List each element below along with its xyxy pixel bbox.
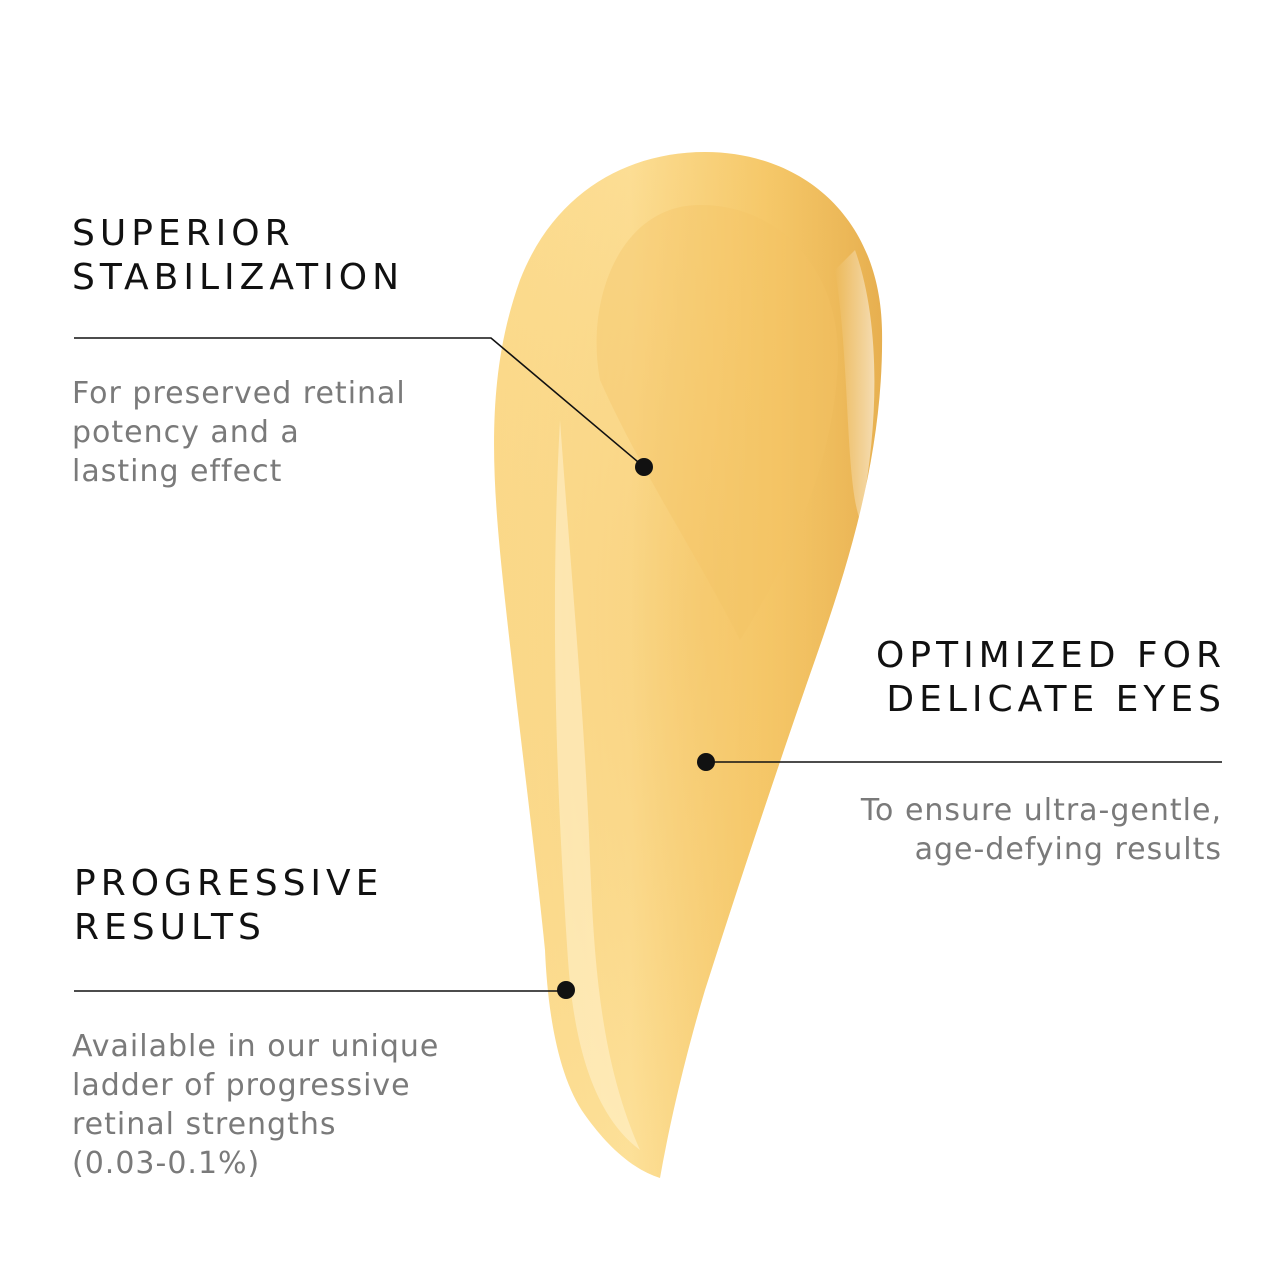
callout-dot-progressive — [557, 981, 575, 999]
callout-dot-eyes — [697, 753, 715, 771]
description-line: potency and a — [72, 415, 300, 450]
description-line: retinal strengths — [72, 1107, 337, 1142]
leader-line-stabilization — [74, 337, 645, 468]
description-line: (0.03-0.1%) — [72, 1146, 261, 1181]
description-line: Available in our unique — [72, 1029, 440, 1064]
description-line: lasting effect — [72, 454, 283, 489]
callout-dot-stabilization — [635, 458, 653, 476]
description-line: ladder of progressive — [72, 1068, 411, 1103]
feature-heading-progressive: PROGRESSIVE RESULTS — [74, 862, 383, 950]
description-line: For preserved retinal — [72, 376, 406, 411]
cream-swatch-rim — [835, 250, 875, 520]
heading-line: SUPERIOR — [72, 213, 295, 254]
description-line: To ensure ultra-gentle, — [860, 793, 1222, 828]
feature-description-stabilization: For preserved retinal potency and a last… — [72, 374, 406, 491]
feature-heading-stabilization: SUPERIOR STABILIZATION — [72, 212, 404, 300]
heading-line: STABILIZATION — [72, 257, 405, 298]
feature-description-eyes: To ensure ultra-gentle, age-defying resu… — [861, 791, 1222, 869]
feature-heading-eyes: OPTIMIZED FOR DELICATE EYES — [876, 634, 1226, 722]
heading-line: RESULTS — [74, 907, 266, 948]
heading-line: DELICATE EYES — [886, 679, 1226, 720]
feature-description-progressive: Available in our unique ladder of progre… — [72, 1027, 439, 1183]
cream-swatch-highlight — [554, 420, 640, 1150]
description-line: age-defying results — [914, 832, 1222, 867]
cream-swatch-pool — [596, 205, 839, 640]
heading-line: OPTIMIZED FOR — [876, 635, 1226, 676]
heading-line: PROGRESSIVE — [74, 863, 384, 904]
